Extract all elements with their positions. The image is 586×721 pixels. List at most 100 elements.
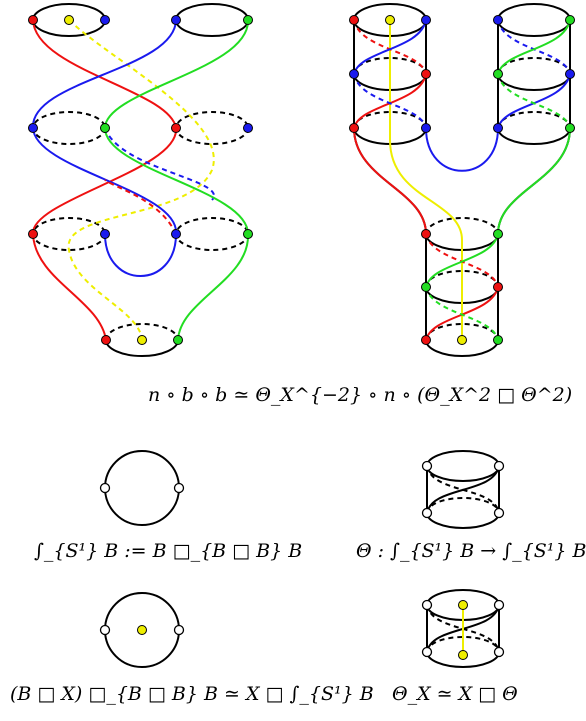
right-green-b-1: [425, 233, 499, 288]
left-blue-strand-1: [31, 19, 177, 129]
equation-theta-x-def: Θ_X ≃ X □ Θ: [392, 683, 518, 705]
left-blue-strand-2: [32, 127, 178, 235]
left-blue-strand: [105, 20, 176, 50]
circle-x-point-center: [137, 625, 147, 635]
equation-main: n ∘ b ∘ b ≃ Θ_X^{−2} ∘ n ∘ (Θ_X^2 □ Θ^2): [148, 384, 573, 406]
right-blue-l-1: [353, 19, 427, 75]
left-dot-blue-top-1: [100, 15, 110, 25]
right-r-mid1-front: [497, 73, 571, 91]
left-top-circle-right: [175, 3, 249, 37]
right-dot-green-b3: [493, 335, 503, 345]
left-dot-green-top: [243, 15, 253, 25]
right-dot-yellow-top: [385, 15, 395, 25]
right-cobordism-diagram: [349, 3, 575, 357]
right-dot-red-b1: [421, 229, 431, 239]
left-red-strand: [32, 19, 177, 129]
right-top-circle-right: [497, 3, 571, 37]
thetax-pt-br: [493, 646, 505, 658]
theta-twist-back: [426, 465, 500, 514]
right-dot-red-b3: [421, 335, 431, 345]
left-red-strand-3: [32, 233, 107, 341]
left-dot-green-bottom: [173, 335, 183, 345]
left-green-strand-2: [104, 127, 249, 235]
right-red-pants: [353, 127, 427, 235]
left-blue-back-dash: [104, 127, 215, 201]
right-blue-r-1: [497, 19, 571, 75]
circle-with-x-diagram: [99, 592, 185, 668]
right-dot-green-mid2: [565, 123, 575, 133]
left-blue-u: [104, 233, 177, 277]
thetax-pt-yellow-bottom: [458, 650, 468, 660]
left-blue-strand-main: [105, 20, 247, 128]
right-dot-red-mid2: [349, 123, 359, 133]
right-blue-r-2: [497, 73, 571, 129]
left-green-strand-1: [104, 19, 250, 129]
right-green-r-2: [497, 73, 571, 129]
left-dot-blue-low: [100, 229, 110, 239]
left-red-back-dash: [104, 179, 177, 235]
left-bottom-circle-front: [105, 339, 179, 357]
left-low-circle-right: [175, 217, 249, 251]
right-dot-green-b2: [421, 282, 431, 292]
left-blue-upper: [105, 20, 247, 128]
right-dot-yellow-b3: [457, 335, 467, 345]
thetax-bottom-front: [426, 651, 500, 668]
left-dot-green-low: [243, 229, 253, 239]
right-green-pants: [497, 127, 571, 235]
theta-x-cylinder-diagram: [421, 589, 505, 668]
left-blue-strand-3: [105, 20, 248, 128]
equation-theta-def: Θ : ∫_{S¹} B → ∫_{S¹} B: [356, 540, 586, 562]
right-dot-red-mid1: [421, 69, 431, 79]
left-dot-green-mid: [100, 123, 110, 133]
circle-x-point-right: [173, 624, 185, 636]
thetax-pt-tr: [493, 599, 505, 611]
right-dot-red-top: [349, 15, 359, 25]
circle-point-left: [99, 482, 111, 494]
left-dot-blue-low-2: [171, 229, 181, 239]
right-pants-crotch: [425, 127, 499, 172]
right-dot-green-b1: [493, 229, 503, 239]
right-yellow-strand: [389, 20, 463, 340]
theta-top-circle: [426, 450, 500, 482]
left-blue-cross: [84, 20, 157, 234]
equation-integral-def: ∫_{S¹} B := B □_{B □ B} B: [34, 540, 303, 562]
right-b-c3-front: [425, 339, 499, 357]
theta-pt-tl: [421, 460, 433, 472]
circle-outline: [104, 450, 180, 526]
right-dot-green-top: [565, 15, 575, 25]
left-mid-circle-left: [32, 111, 106, 145]
right-dot-blue-top-1: [421, 15, 431, 25]
thetax-pt-bl: [421, 646, 433, 658]
thetax-pt-tl: [421, 599, 433, 611]
left-dot-yellow-top: [64, 15, 74, 25]
right-b-c1-back: [425, 217, 499, 235]
right-green-r-1: [497, 19, 571, 75]
left-dot-red-low: [28, 229, 38, 239]
left-dot-blue-mid: [28, 123, 38, 133]
left-dot-red-mid: [171, 123, 181, 133]
circle-point-right: [173, 482, 185, 494]
right-dot-blue-top-2: [493, 15, 503, 25]
left-cobordism-diagram: [28, 3, 253, 357]
left-blue-strand-down: [105, 20, 248, 128]
left-dot-blue-top-2: [171, 15, 181, 25]
left-dot-blue-mid-2: [243, 123, 253, 133]
diagram-canvas: [28, 3, 575, 668]
left-mid-circle-right: [175, 111, 249, 145]
right-dot-blue-mid2-r: [493, 123, 503, 133]
left-red-strand-2: [31, 127, 178, 235]
left-green-strand-3: [177, 233, 250, 341]
theta-bottom-front: [426, 512, 500, 529]
right-dot-blue-mid1: [349, 69, 359, 79]
right-green-b-2: [425, 286, 499, 341]
circle-x-point-left: [99, 624, 111, 636]
theta-cylinder-diagram: [421, 450, 505, 529]
circle-two-points-diagram: [99, 450, 185, 526]
left-blue-strand-4: [105, 20, 212, 128]
theta-pt-tr: [493, 460, 505, 472]
right-blue-l-2: [353, 73, 427, 129]
left-dot-yellow-bottom: [137, 335, 147, 345]
right-r-mid2-front: [497, 127, 571, 145]
theta-pt-br: [493, 507, 505, 519]
equation-integral-with-x: (B □ X) □_{B □ B} B ≃ X □ ∫_{S¹} B: [10, 683, 374, 705]
